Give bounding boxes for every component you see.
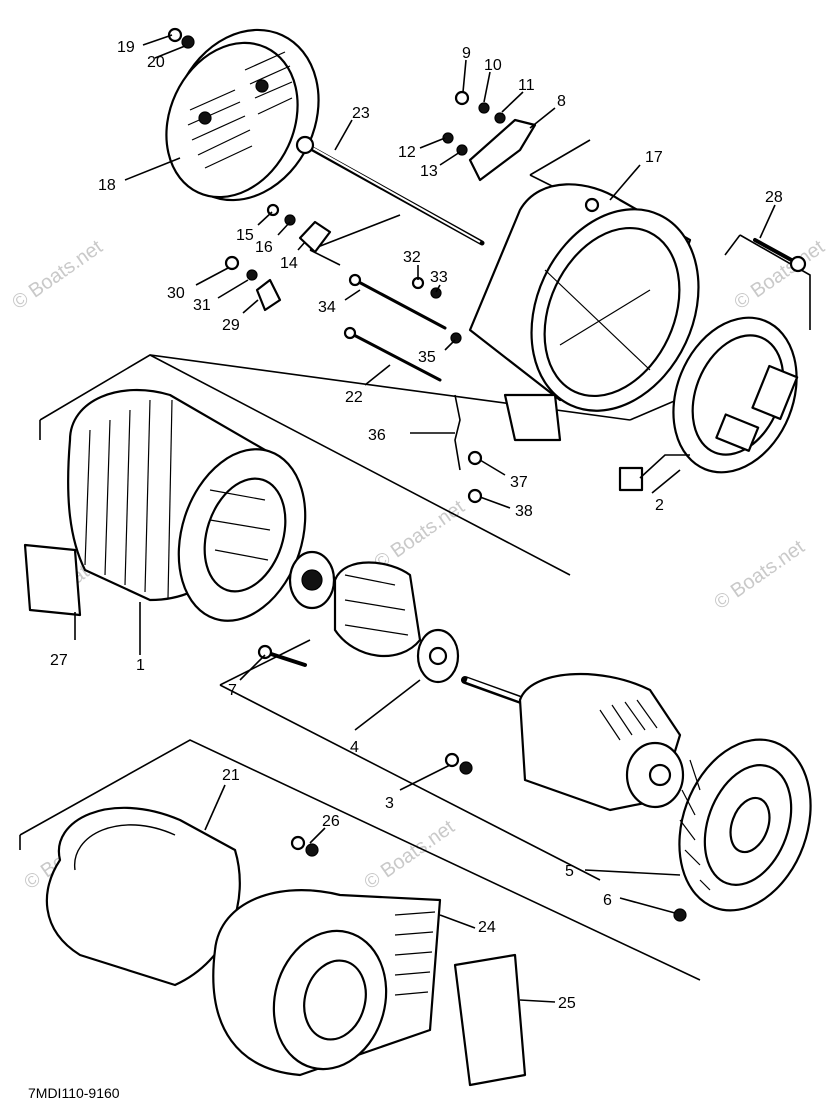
watermark-text: © Boats.net (8, 236, 107, 314)
callout-23: 23 (352, 105, 370, 122)
callout-8: 8 (557, 93, 566, 110)
callout-34: 34 (318, 299, 336, 316)
small-hardware-left (224, 203, 332, 312)
callout-18: 18 (98, 177, 116, 194)
callout-32: 32 (403, 249, 421, 266)
assembly-lines (19, 139, 811, 981)
callout-25: 25 (558, 995, 576, 1012)
callout-16: 16 (255, 239, 273, 256)
callout-10: 10 (484, 57, 502, 74)
bolts-22-34 (343, 273, 462, 382)
watermark-text: © Boats.net (730, 236, 829, 314)
lead-wire-36-38 (454, 394, 483, 504)
callout-21: 21 (222, 767, 240, 784)
part-3-nuts (444, 752, 473, 775)
callout-20: 20 (147, 54, 165, 71)
watermark-text: © Boats.net (710, 536, 809, 614)
callout-30: 30 (167, 285, 185, 302)
leader-lines (74, 34, 776, 1003)
part-23-through-bolt (295, 135, 485, 246)
part-25-plate (453, 953, 527, 1087)
callout-4: 4 (350, 739, 359, 756)
part-1-stator (67, 388, 307, 622)
part-7-bolt (257, 644, 307, 667)
part-5-fan (678, 738, 812, 912)
callout-28: 28 (765, 189, 783, 206)
callout-24: 24 (478, 919, 496, 936)
callout-31: 31 (193, 297, 211, 314)
watermark-text: © Boats.net (370, 496, 469, 574)
callout-6: 6 (603, 892, 612, 909)
callout-1: 1 (136, 657, 145, 674)
callout-33: 33 (430, 269, 448, 286)
part-24-front-bracket (212, 889, 442, 1077)
callout-19: 19 (117, 39, 135, 56)
part-6-bolt (673, 908, 687, 922)
callout-37: 37 (510, 474, 528, 491)
drawing-code: 7MDI110-9160 (28, 1085, 120, 1101)
part-17-rear-bracket (468, 183, 700, 442)
callout-15: 15 (236, 227, 254, 244)
part-18-end-cover (165, 28, 320, 202)
part-2-field-coil (618, 316, 799, 492)
callout-labels: 19 20 18 23 9 10 11 8 12 13 17 28 15 16 … (50, 39, 783, 1012)
part-19-20-screw-washer (167, 27, 195, 49)
callout-22: 22 (345, 389, 363, 406)
callout-27: 27 (50, 652, 68, 669)
part-28-bolt (753, 238, 807, 273)
callout-9: 9 (462, 45, 471, 62)
part-21-band (45, 806, 241, 987)
callout-36: 36 (368, 427, 386, 444)
callout-17: 17 (645, 149, 663, 166)
callout-5: 5 (565, 863, 574, 880)
rotor-assembly (288, 550, 685, 812)
callout-2: 2 (655, 497, 664, 514)
callout-11: 11 (518, 77, 535, 94)
callout-7: 7 (228, 682, 237, 699)
callout-13: 13 (420, 163, 438, 180)
part-27-spacer (23, 543, 82, 617)
callout-14: 14 (280, 255, 298, 272)
callout-12: 12 (398, 144, 416, 161)
callout-26: 26 (322, 813, 340, 830)
part-8-cover-plate (442, 90, 537, 182)
callout-3: 3 (385, 795, 394, 812)
callout-35: 35 (418, 349, 436, 366)
callout-29: 29 (222, 317, 240, 334)
callout-38: 38 (515, 503, 533, 520)
part-26-bolt (290, 835, 319, 857)
